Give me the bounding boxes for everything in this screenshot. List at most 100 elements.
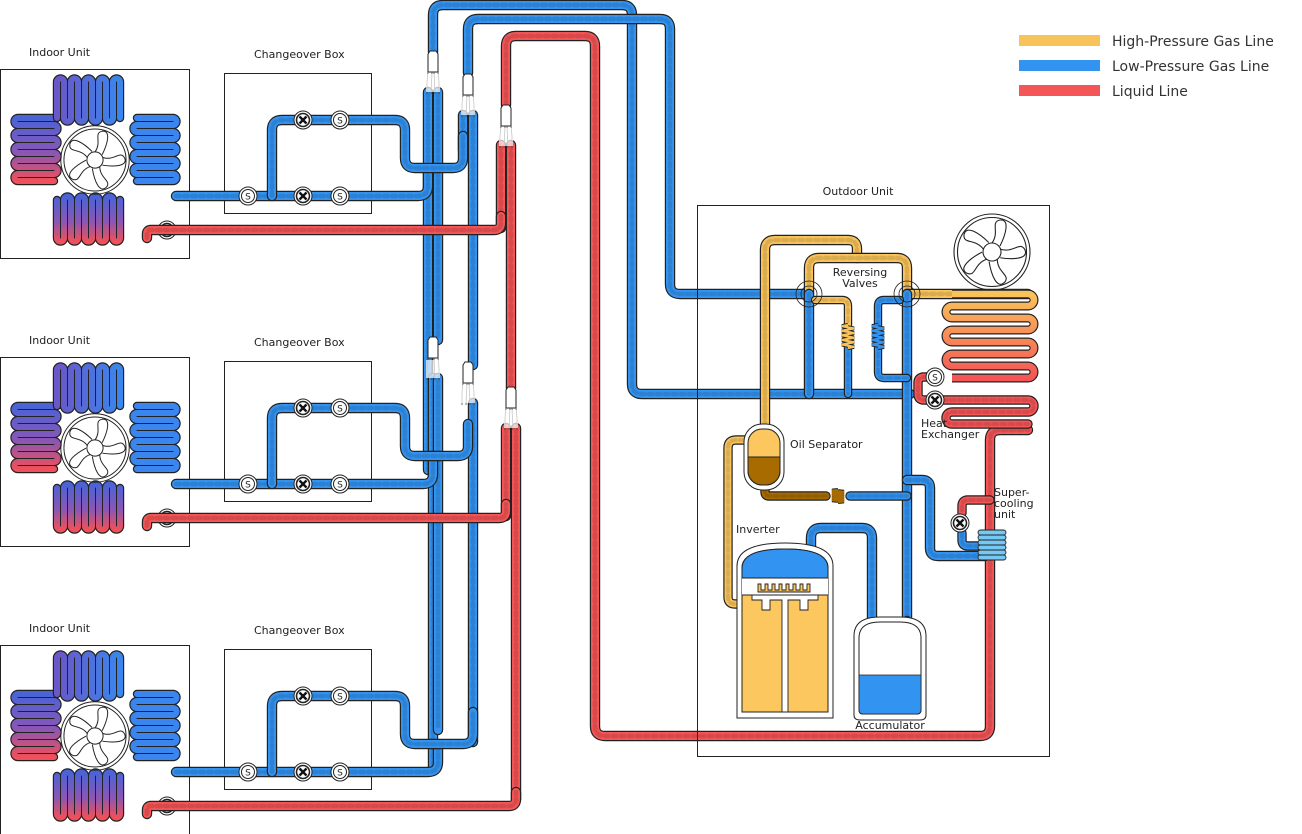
hp-compressor-discharge <box>723 435 751 609</box>
liquid-trunk <box>500 30 1034 742</box>
indoor-unit-3: Indoor Unit <box>0 622 190 834</box>
lp-branch-line <box>170 453 439 490</box>
lp-pilot-lower <box>873 340 912 383</box>
hx-valve-bypass <box>913 372 940 405</box>
legend-swatch-low-pressure <box>1019 60 1100 71</box>
solenoid-valve-icon <box>330 762 350 782</box>
legend-swatch-high-pressure <box>1019 35 1100 46</box>
indoor-fan-icon <box>60 701 130 771</box>
supercool-liquid-tap <box>957 495 995 518</box>
indoor-unit-box <box>0 69 190 259</box>
outdoor-unit-box <box>697 205 1050 757</box>
hp-discharge-line <box>759 234 863 432</box>
outdoor-heat-exchanger-coil <box>941 289 1039 383</box>
legend-item-low-pressure: Low-Pressure Gas Line <box>1019 59 1269 75</box>
reversing-valves-label-line2: Valves <box>842 277 878 290</box>
branch-joint-lp-a-1 <box>426 50 440 95</box>
reversing-valves-label-line1: Reversing <box>833 266 887 279</box>
changeover-box-label: Changeover Box <box>254 48 345 61</box>
solenoid-valve-icon <box>330 474 350 494</box>
solenoid-valve-icon <box>330 186 350 206</box>
indoor-unit-1: Indoor Unit <box>0 46 190 259</box>
changeover-box-2: Changeover Box <box>141 336 512 532</box>
oil-separator-label: Oil Separator <box>790 438 863 451</box>
liquid-branch-line <box>141 498 512 532</box>
expansion-valve-icon <box>293 762 313 782</box>
lp-branch-line <box>170 165 434 202</box>
reversing-valve-left <box>795 280 823 308</box>
capillary-coil-left <box>841 323 855 350</box>
oil-separator <box>743 423 785 491</box>
supercooling-label-line3: unit <box>994 508 1016 521</box>
indoor-coil <box>10 650 181 822</box>
indoor-fan-icon <box>60 125 130 195</box>
supercooling-coil <box>977 529 1007 561</box>
indoor-unit-2: Indoor Unit <box>0 334 190 547</box>
indoor-unit-label: Indoor Unit <box>29 622 91 635</box>
legend-label-low-pressure: Low-Pressure Gas Line <box>1112 59 1269 75</box>
lp-changeover-upper-line <box>266 690 479 778</box>
inverter-compressor <box>736 542 834 719</box>
changeover-box-frame <box>224 649 372 790</box>
liquid-branch-line <box>141 786 522 820</box>
low-pressure-trunk-b <box>462 13 809 300</box>
low-pressure-trunk-a <box>427 0 916 400</box>
liquid-branch-line <box>141 210 507 244</box>
expansion-valve-icon <box>293 474 313 494</box>
changeover-box-label: Changeover Box <box>254 624 345 637</box>
outdoor-unit-label: Outdoor Unit <box>823 185 894 198</box>
accumulator <box>853 616 927 721</box>
indoor-unit-box <box>0 357 190 547</box>
expansion-valve-icon <box>293 110 313 130</box>
accumulator-label: Accumulator <box>855 719 925 732</box>
legend: High-Pressure Gas Line Low-Pressure Gas … <box>1019 34 1274 100</box>
expansion-valve-icon <box>293 398 313 418</box>
branch-joint-liquid-1 <box>499 104 513 149</box>
inverter-label: Inverter <box>736 523 780 536</box>
indoor-fan-icon <box>60 413 130 483</box>
oil-return-line <box>760 483 831 501</box>
capillary-coil-right <box>871 323 885 350</box>
outdoor-fan-icon <box>953 213 1031 291</box>
lp-pilot-upper <box>873 295 905 330</box>
expansion-valve-icon <box>293 686 313 706</box>
lp-changeover-upper-line <box>266 114 469 202</box>
branch-joints <box>426 50 518 431</box>
solenoid-valve-icon <box>238 762 258 782</box>
indoor-coil <box>10 74 181 246</box>
legend-label-high-pressure: High-Pressure Gas Line <box>1112 34 1274 50</box>
outdoor-unit: Outdoor Unit Reversing Valves Heat Excha… <box>697 185 1050 757</box>
legend-swatch-liquid <box>1019 85 1100 96</box>
oil-capillary-coil <box>831 488 845 504</box>
supercooling-label-line2: cooling <box>994 497 1034 510</box>
indoor-coil <box>10 362 181 534</box>
supercool-lp-return <box>901 474 991 562</box>
changeover-box-3: Changeover Box <box>141 624 522 820</box>
solenoid-valve-icon <box>330 110 350 130</box>
heat-exchanger-label-line2: Exchanger <box>921 428 980 441</box>
legend-label-liquid: Liquid Line <box>1112 84 1188 100</box>
hp-reversing-bridge <box>803 252 913 300</box>
lp-changeover-upper-line <box>266 402 474 490</box>
supercool-expansion-valve-icon <box>950 513 970 533</box>
branch-joint-liquid-2 <box>504 386 518 431</box>
indoor-unit-label: Indoor Unit <box>29 46 91 59</box>
branch-joint-lp-b-1 <box>461 73 475 118</box>
supercool-lp-out <box>957 528 990 551</box>
lp-branch-line <box>170 741 444 778</box>
indoor-unit-label: Indoor Unit <box>29 334 91 347</box>
hx-expansion-valve-icon <box>925 390 945 410</box>
solenoid-valve-icon <box>238 186 258 206</box>
heat-exchanger-label-line1: Heat <box>921 417 948 430</box>
hp-pilot-line <box>810 295 853 330</box>
legend-item-high-pressure: High-Pressure Gas Line <box>1019 34 1274 50</box>
solenoid-valve-icon <box>238 474 258 494</box>
branch-joint-lp-a-2 <box>426 336 440 381</box>
changeover-box-frame <box>224 73 372 214</box>
solenoid-valve-icon <box>330 398 350 418</box>
changeover-box-label: Changeover Box <box>254 336 345 349</box>
hx-solenoid-valve-icon <box>925 367 945 387</box>
hx-lower-coil <box>930 395 1039 429</box>
